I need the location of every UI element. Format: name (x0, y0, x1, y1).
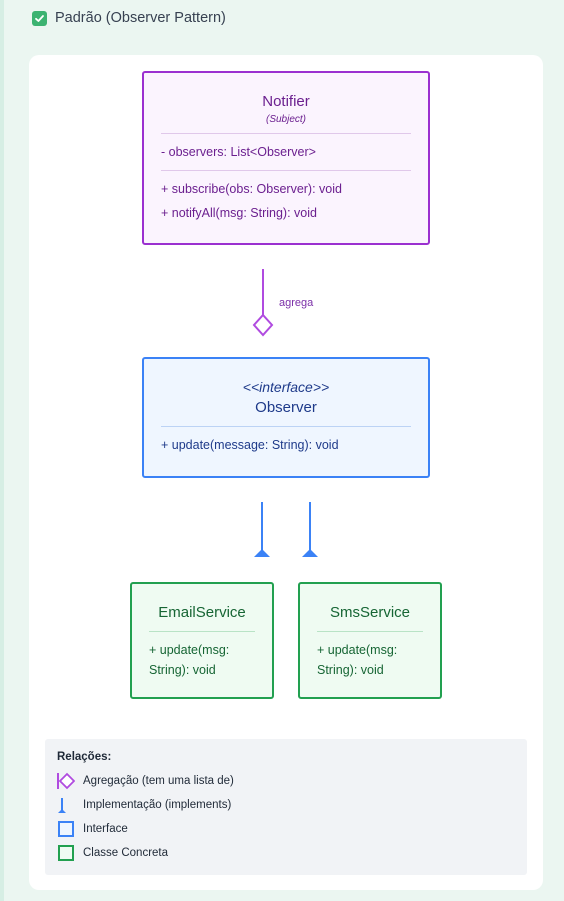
checkbox-checked-icon[interactable] (32, 10, 47, 26)
observer-interface-box[interactable]: <<interface>> Observer + update(message:… (142, 357, 430, 478)
section-header[interactable]: Padrão (Observer Pattern) (32, 8, 226, 28)
notifier-separator-1 (161, 133, 411, 134)
smsservice-methods: + update(msg: String): void (300, 632, 440, 680)
emailservice-method-line: + update(msg: (149, 643, 230, 657)
notifier-methods: + subscribe(obs: Observer): void + notif… (144, 171, 428, 225)
legend-label: Interface (83, 823, 128, 835)
legend: Relações: Agregação (tem uma lista de) I… (45, 739, 527, 875)
observer-stereotype: <<interface>> (242, 379, 330, 395)
smsservice-separator (317, 631, 423, 632)
notifier-method: + notifyAll(msg: String): void (161, 206, 317, 220)
concrete-class-square-icon (57, 844, 75, 862)
legend-item-interface: Interface (57, 817, 515, 841)
legend-label: Classe Concreta (83, 847, 169, 859)
page-left-edge (0, 0, 4, 901)
observer-name: Observer (255, 399, 317, 416)
notifier-name: Notifier (262, 93, 310, 110)
implementation-arrowhead-sms-icon (302, 549, 318, 557)
emailservice-methods: + update(msg: String): void (132, 632, 272, 680)
interface-square-icon (57, 820, 75, 838)
diagram-card: agrega Notifier (Subject) - observers: L… (29, 55, 543, 890)
observer-method: + update(message: String): void (161, 438, 339, 452)
section-title: Padrão (Observer Pattern) (55, 10, 226, 26)
smsservice-name: SmsService (329, 604, 411, 621)
legend-item-concrete: Classe Concreta (57, 841, 515, 865)
legend-title: Relações: (57, 751, 112, 763)
emailservice-class-box[interactable]: EmailService + update(msg: String): void (130, 582, 274, 699)
legend-item-aggregation: Agregação (tem uma lista de) (57, 769, 515, 793)
implementation-arrowhead-email-icon (254, 549, 270, 557)
smsservice-method-line: String): void (317, 663, 384, 677)
legend-label: Agregação (tem uma lista de) (83, 775, 234, 787)
legend-item-implementation: Implementação (implements) (57, 793, 515, 817)
notifier-stereotype: (Subject) (265, 114, 306, 125)
aggregation-label: agrega (279, 297, 314, 309)
notifier-method: + subscribe(obs: Observer): void (161, 182, 342, 196)
smsservice-method-line: + update(msg: (317, 643, 398, 657)
implementation-arrow-icon (57, 796, 75, 814)
legend-label: Implementação (implements) (83, 799, 232, 811)
connectors: agrega (252, 269, 318, 557)
emailservice-method-line: String): void (149, 663, 216, 677)
notifier-attribute: - observers: List<Observer> (161, 145, 316, 159)
emailservice-name: EmailService (158, 604, 246, 621)
observer-methods: + update(message: String): void (144, 427, 428, 457)
notifier-class-box[interactable]: Notifier (Subject) - observers: List<Obs… (142, 71, 430, 245)
aggregation-diamond-icon (252, 313, 274, 337)
notifier-separator-2 (161, 170, 411, 171)
smsservice-class-box[interactable]: SmsService + update(msg: String): void (298, 582, 442, 699)
aggregation-diamond-icon (57, 772, 75, 790)
observer-separator (161, 426, 411, 427)
notifier-attributes: - observers: List<Observer> (144, 134, 428, 170)
emailservice-separator (149, 631, 255, 632)
